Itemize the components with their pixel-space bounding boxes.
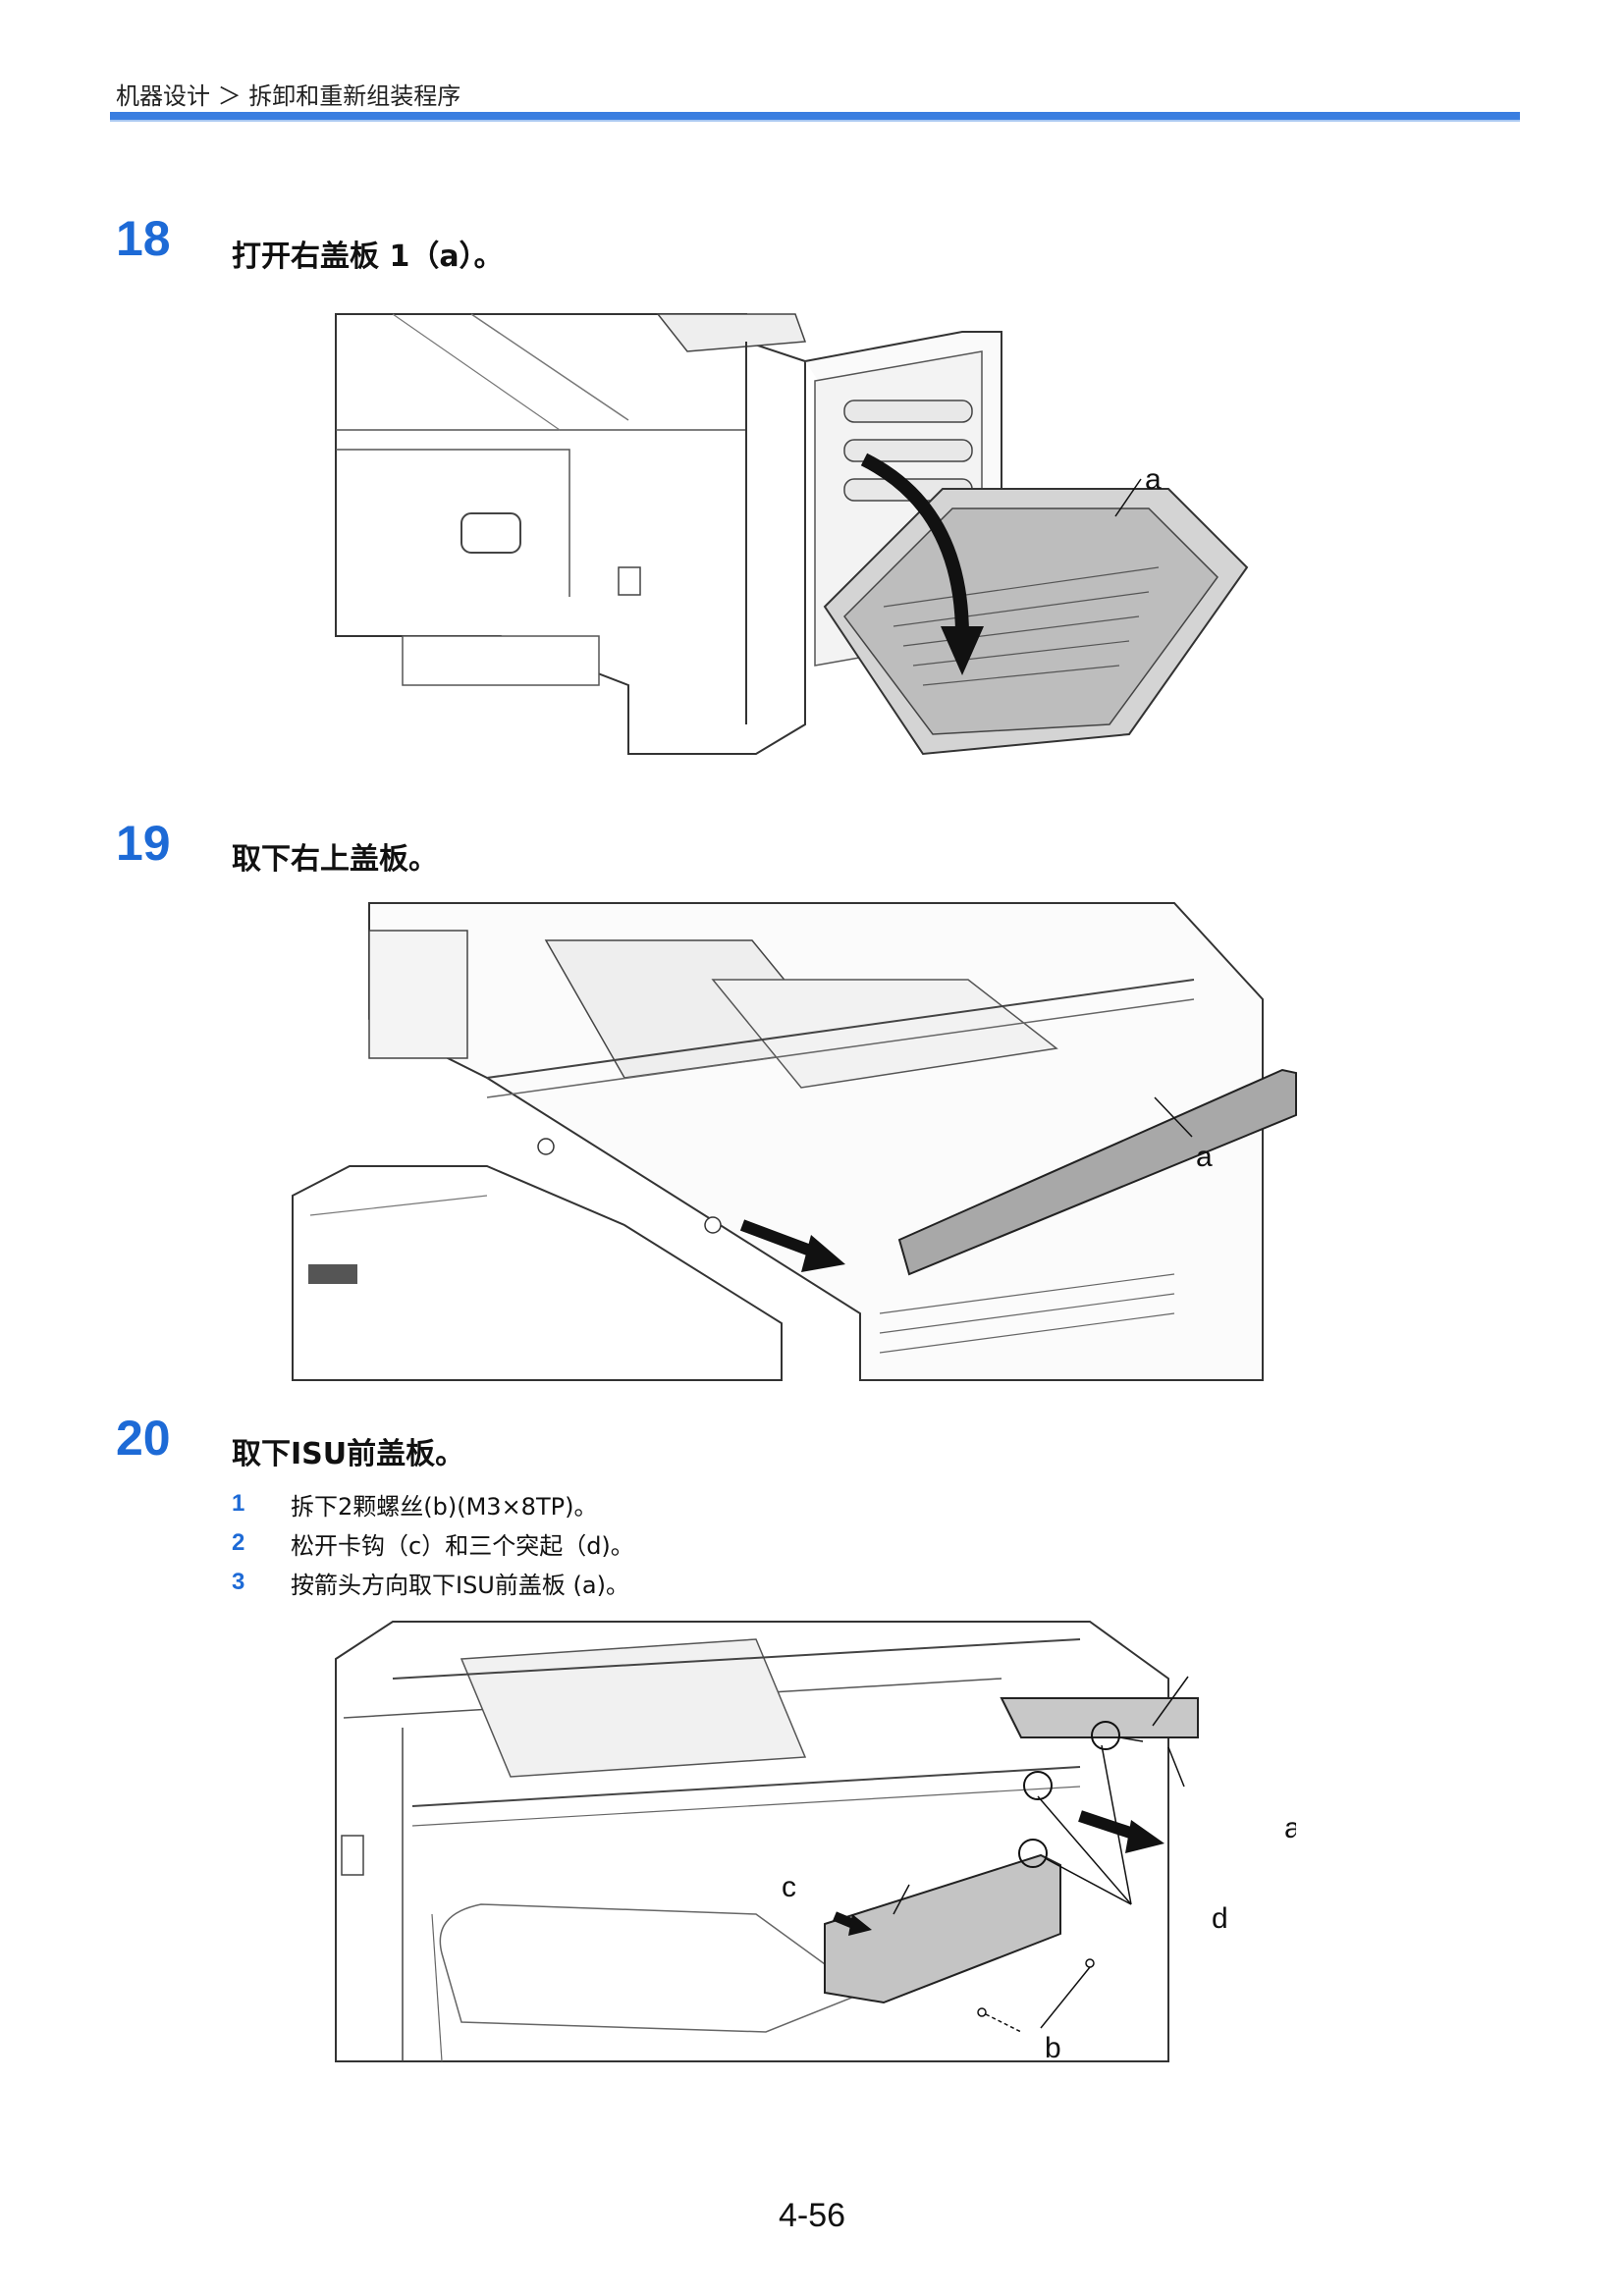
step-19-number: 19 [116,816,171,871]
substep-1: 1 拆下2颗螺丝(b)(M3×8TP)。 [232,1484,634,1523]
callout-c: c [782,1871,796,1903]
substep-2: 2 松开卡钩（c）和三个突起（d)。 [232,1523,634,1563]
callout-a: a [1145,463,1162,496]
substep-1-number: 1 [232,1490,245,1517]
header-rule-shadow [110,120,1520,122]
step-18-figure: a [334,312,1267,766]
callout-d: d [1212,1902,1228,1935]
substep-3: 3 按箭头方向取下ISU前盖板 (a)。 [232,1563,634,1602]
substep-list: 1 拆下2颗螺丝(b)(M3×8TP)。 2 松开卡钩（c）和三个突起（d)。 … [232,1484,634,1602]
substep-2-number: 2 [232,1529,245,1556]
step-20-title: 取下ISU前盖板。 [232,1437,465,1471]
substep-3-number: 3 [232,1569,245,1595]
breadcrumb: 机器设计 ＞ 拆卸和重新组装程序 [116,82,461,110]
callout-a: a [1284,1812,1296,1844]
step-19-title: 取下右上盖板。 [232,842,438,877]
substep-3-text: 按箭头方向取下ISU前盖板 (a)。 [291,1571,629,1599]
step-18-title: 打开右盖板 1（a）。 [232,240,504,274]
substep-1-text: 拆下2颗螺丝(b)(M3×8TP)。 [291,1492,598,1521]
step-20-number: 20 [116,1411,171,1466]
step-18-number: 18 [116,211,171,266]
callout-b: b [1045,2032,1061,2063]
substep-2-text: 松开卡钩（c）和三个突起（d)。 [291,1531,634,1560]
step-20-figure: a b c d [334,1620,1296,2063]
step-19-figure: a [291,901,1306,1382]
header-rule [110,112,1520,120]
page-number: 4-56 [778,2197,846,2234]
callout-a: a [1196,1141,1213,1173]
